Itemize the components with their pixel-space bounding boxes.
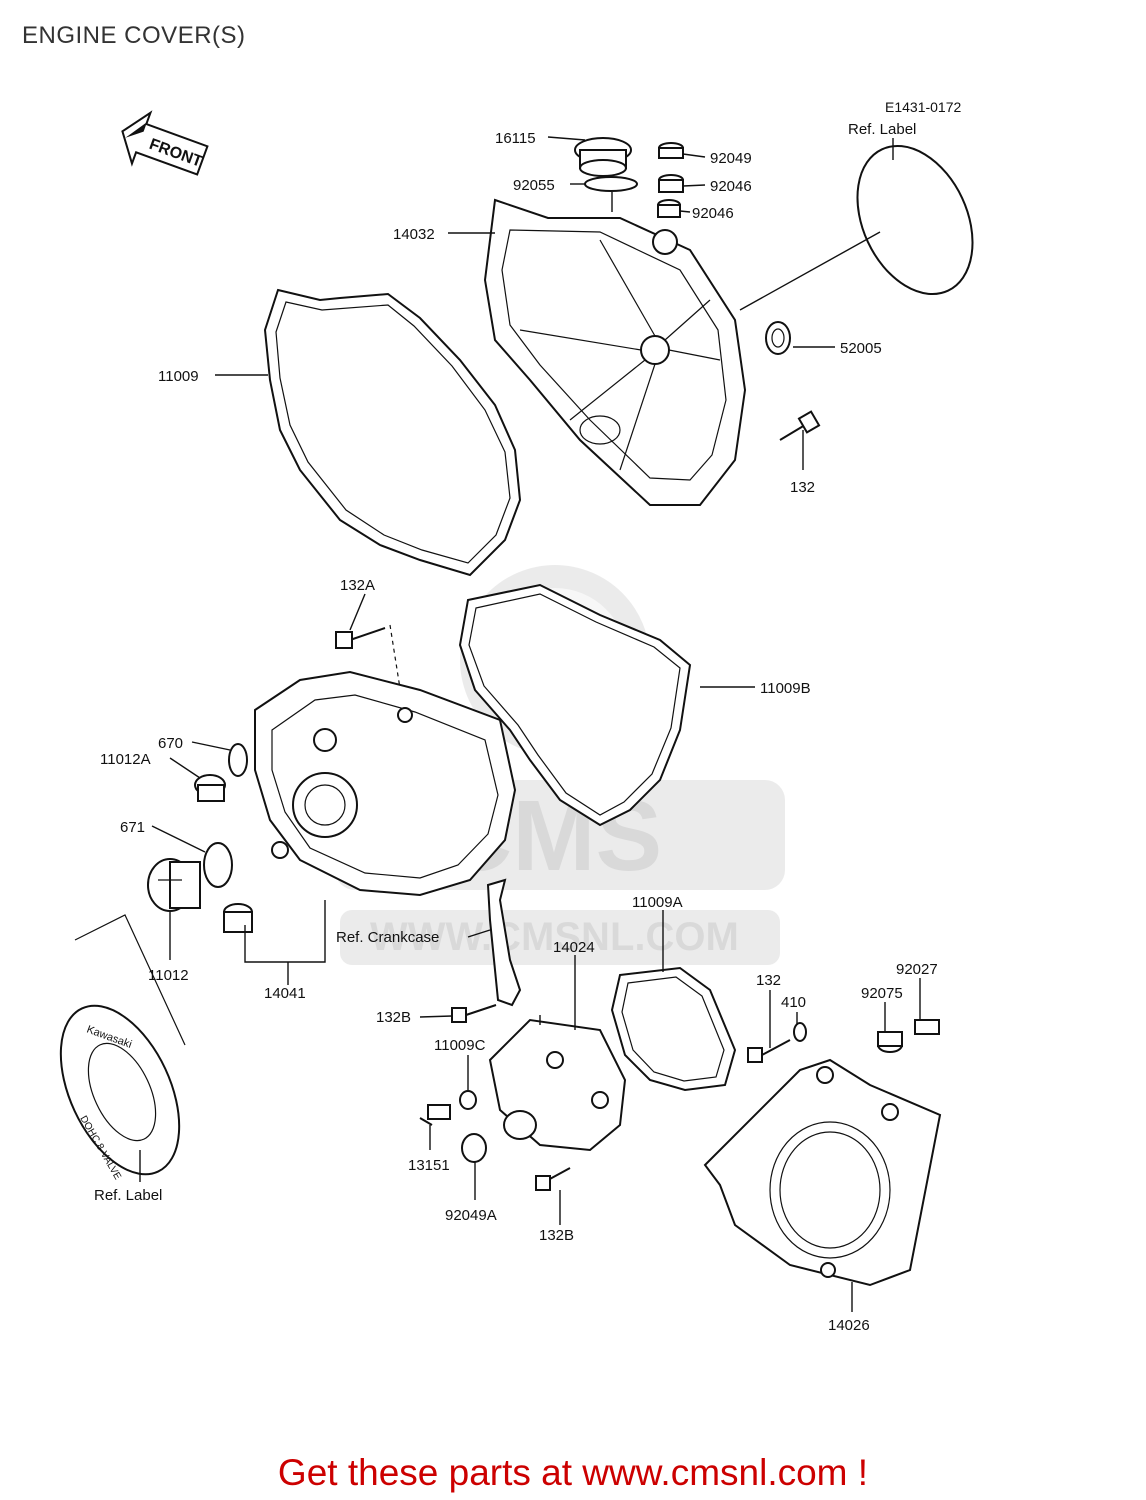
dowel-pin-part: [223, 903, 253, 933]
ref-label-disc-lower: Kawasaki DOHC 8-VALVE: [59, 1004, 181, 1182]
part-label-670: 670: [158, 735, 183, 752]
part-label-92046-b: 92046: [692, 205, 734, 222]
part-label-132a: 132A: [340, 577, 375, 594]
o-ring-part: [584, 176, 638, 192]
pump-gasket: [610, 966, 737, 1092]
washer-410-part: [793, 1022, 807, 1042]
plug-11012-part: [147, 858, 201, 912]
part-label-14032: 14032: [393, 226, 435, 243]
clutch-cover-gasket: [263, 288, 522, 577]
seal-92049a-part: [461, 1133, 487, 1163]
part-label-52005: 52005: [840, 340, 882, 357]
o-ring-11009c-part: [459, 1090, 477, 1110]
part-label-671: 671: [120, 819, 145, 836]
part-label-132-right: 132: [756, 972, 781, 989]
part-labels: 16115 92049 92055 92046 92046 14032 Ref.…: [94, 121, 938, 1334]
bolt-part: [779, 410, 821, 441]
switch-13151-part: [419, 1104, 451, 1126]
o-ring-670-part: [228, 743, 248, 777]
bolt-132a-part: [335, 627, 386, 649]
fitting-92075-part: [877, 1031, 903, 1053]
o-ring-671-part: [203, 842, 233, 888]
plug-11012a-part: [194, 774, 226, 802]
part-label-11009a: 11009A: [632, 894, 683, 911]
pump-cover-part: [488, 1018, 627, 1152]
part-label-14041: 14041: [264, 985, 306, 1002]
filler-cap-part: [574, 137, 632, 177]
ref-label-disc: [856, 144, 974, 296]
part-label-92055: 92055: [513, 177, 555, 194]
reference-code: E1431-0172: [885, 99, 962, 115]
part-label-132b-lower: 132B: [539, 1227, 574, 1244]
bolt-132-right-part: [747, 1039, 791, 1063]
part-label-410: 410: [781, 994, 806, 1011]
page-title: ENGINE COVER(S): [22, 22, 246, 49]
crankcase-bracket: [486, 878, 522, 1007]
sprocket-cover-part: [703, 1058, 942, 1287]
part-label-92049a: 92049A: [445, 1207, 497, 1224]
part-label-132-top: 132: [790, 479, 815, 496]
part-label-ref-label-top: Ref. Label: [848, 121, 916, 138]
bushing-parts: [657, 142, 684, 218]
clutch-cover-part: [483, 198, 747, 506]
front-arrow-icon: FRONT: [121, 110, 209, 176]
part-label-11012: 11012: [148, 967, 189, 984]
part-label-92046-a: 92046: [710, 178, 752, 195]
part-label-92075: 92075: [861, 985, 903, 1002]
part-label-11009b: 11009B: [760, 680, 811, 697]
oil-seal-part: [765, 321, 791, 355]
part-label-92049: 92049: [710, 150, 752, 167]
part-label-14024: 14024: [553, 939, 595, 956]
part-label-132b-upper: 132B: [376, 1009, 411, 1026]
part-label-ref-label-lower: Ref. Label: [94, 1187, 162, 1204]
generator-cover-gasket: [458, 583, 692, 827]
watermark-url-text: WWW.CMSNL.COM: [370, 915, 739, 959]
bolt-132b-part: [451, 1004, 497, 1023]
bolt-132b-lower-part: [535, 1167, 571, 1191]
part-label-11009c: 11009C: [434, 1037, 486, 1054]
generator-cover-part: [254, 670, 517, 897]
part-label-14026: 14026: [828, 1317, 870, 1334]
part-label-13151: 13151: [408, 1157, 450, 1174]
part-label-ref-crankcase: Ref. Crankcase: [336, 929, 439, 946]
part-label-92027: 92027: [896, 961, 938, 978]
part-label-11012a: 11012A: [100, 751, 151, 768]
part-label-11009: 11009: [158, 368, 199, 385]
fitting-92027-part: [914, 1019, 940, 1035]
leader-lines: [139, 136, 921, 1312]
shop-link-banner[interactable]: Get these parts at www.cmsnl.com !: [277, 1452, 869, 1493]
part-label-16115: 16115: [495, 130, 536, 147]
